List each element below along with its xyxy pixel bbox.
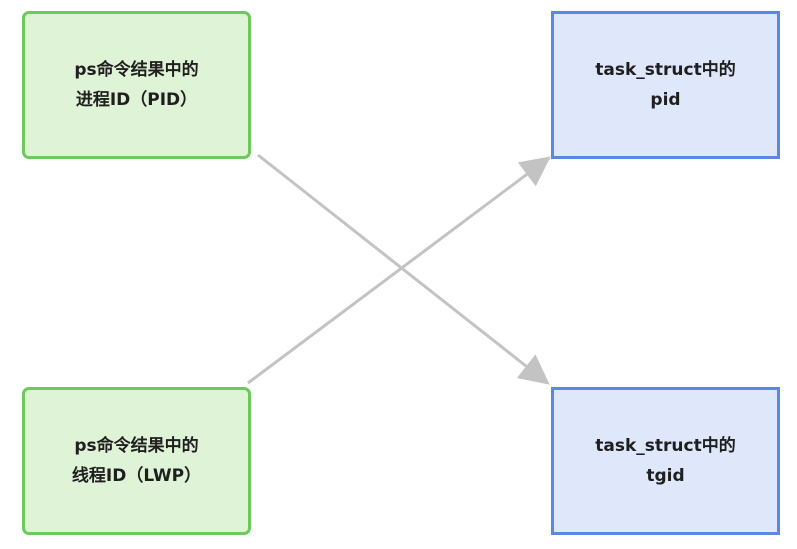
node-task-tgid: task_struct中的 tgid	[551, 387, 780, 535]
node-task-tgid-line2: tgid	[646, 466, 685, 486]
node-task-pid: task_struct中的 pid	[551, 11, 780, 159]
node-ps-pid-line2: 进程ID（PID）	[75, 90, 198, 110]
node-task-pid-line2: pid	[650, 90, 681, 110]
edge-lwp-to-pid	[247, 156, 551, 385]
node-ps-lwp-line1: ps命令结果中的	[74, 436, 199, 456]
node-task-tgid-line1: task_struct中的	[595, 436, 736, 456]
node-ps-lwp-line2: 线程ID（LWP）	[71, 466, 202, 486]
node-ps-pid: ps命令结果中的 进程ID（PID）	[22, 11, 251, 159]
node-task-pid-line1: task_struct中的	[595, 60, 736, 80]
node-ps-lwp: ps命令结果中的 线程ID（LWP）	[22, 387, 251, 535]
node-ps-pid-line1: ps命令结果中的	[74, 60, 199, 80]
